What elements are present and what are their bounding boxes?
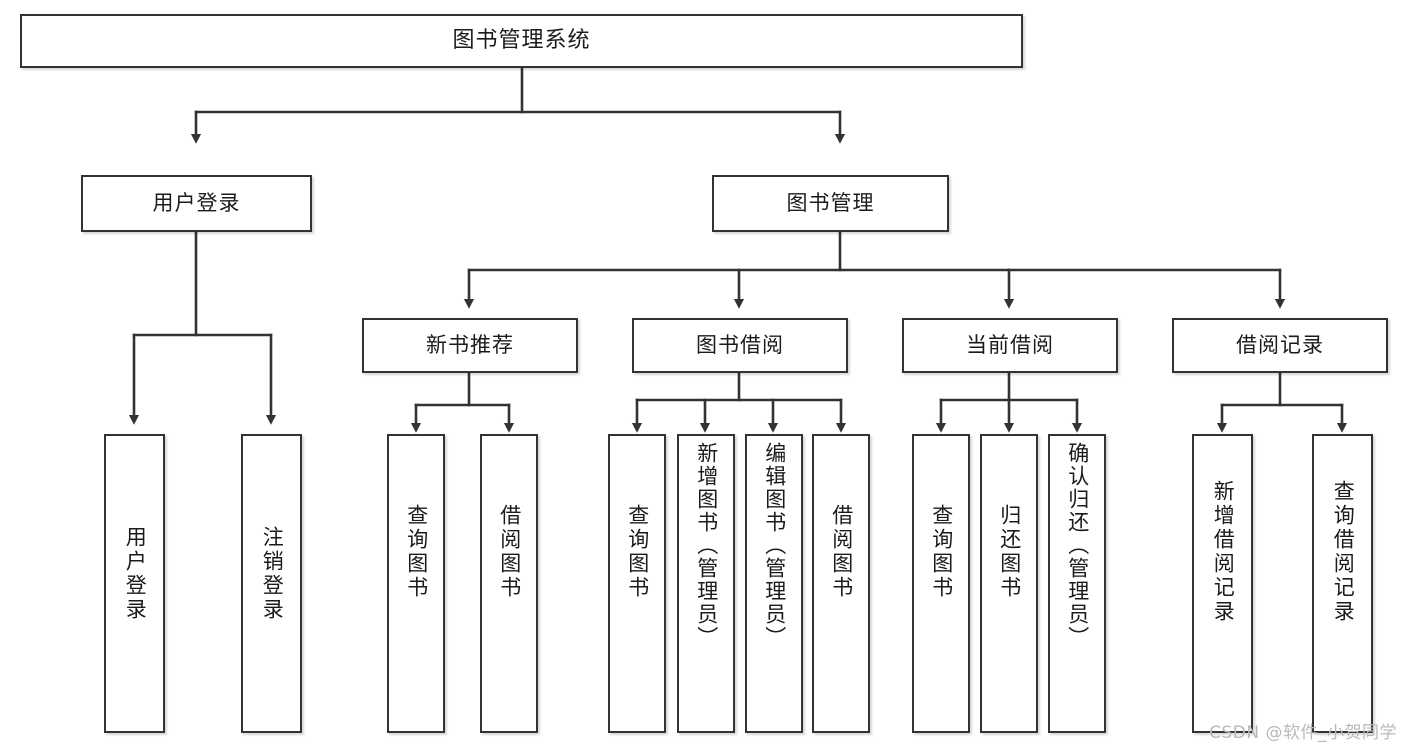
node-borrow-record-label: 借阅记录 [1236,332,1324,357]
node-leaf-confirm-return-admin[interactable]: 确认归还（管理员） [1048,434,1106,733]
node-leaf-logout[interactable]: 注销登录 [241,434,302,733]
node-leaf-add-borrow-record-label: 新增借阅记录 [1211,480,1236,624]
node-leaf-add-book-admin-label: 新增图书（管理员） [694,442,719,649]
node-leaf-query-borrow-record-label: 查询借阅记录 [1331,480,1356,624]
node-new-book-recommend[interactable]: 新书推荐 [362,318,578,373]
node-leaf-return-book[interactable]: 归还图书 [980,434,1038,733]
node-leaf-user-login[interactable]: 用户登录 [104,434,165,733]
node-leaf-add-borrow-record[interactable]: 新增借阅记录 [1192,434,1253,733]
watermark-text: CSDN @软件_小贺同学 [1209,723,1397,743]
node-root-label: 图书管理系统 [452,27,591,53]
node-leaf-borrow-book-1[interactable]: 借阅图书 [480,434,538,733]
node-leaf-edit-book-admin[interactable]: 编辑图书（管理员） [745,434,803,733]
node-leaf-return-book-label: 归还图书 [997,504,1022,600]
node-leaf-query-book-3-label: 查询图书 [929,504,954,600]
node-user-login[interactable]: 用户登录 [81,175,312,232]
node-leaf-query-book-2[interactable]: 查询图书 [608,434,666,733]
node-book-manage[interactable]: 图书管理 [712,175,949,232]
node-leaf-edit-book-admin-label: 编辑图书（管理员） [762,442,787,649]
node-new-book-recommend-label: 新书推荐 [426,332,514,357]
node-leaf-logout-label: 注销登录 [260,526,285,622]
node-current-borrow-label: 当前借阅 [966,332,1054,357]
node-book-manage-label: 图书管理 [786,190,875,215]
node-borrow-record[interactable]: 借阅记录 [1172,318,1388,373]
node-leaf-query-book-2-label: 查询图书 [625,504,650,600]
node-leaf-borrow-book-2-label: 借阅图书 [829,504,854,600]
node-root[interactable]: 图书管理系统 [20,14,1023,68]
node-user-login-label: 用户登录 [152,190,241,215]
node-current-borrow[interactable]: 当前借阅 [902,318,1118,373]
node-leaf-query-book-3[interactable]: 查询图书 [912,434,970,733]
node-leaf-confirm-return-admin-label: 确认归还（管理员） [1065,442,1090,649]
node-leaf-add-book-admin[interactable]: 新增图书（管理员） [677,434,735,733]
node-book-borrow-label: 图书借阅 [696,332,784,357]
node-leaf-user-login-label: 用户登录 [123,526,148,622]
node-leaf-borrow-book-2[interactable]: 借阅图书 [812,434,870,733]
node-leaf-query-borrow-record[interactable]: 查询借阅记录 [1312,434,1373,733]
node-leaf-query-book-1[interactable]: 查询图书 [387,434,445,733]
node-leaf-query-book-1-label: 查询图书 [404,504,429,600]
node-leaf-borrow-book-1-label: 借阅图书 [497,504,522,600]
node-book-borrow[interactable]: 图书借阅 [632,318,848,373]
